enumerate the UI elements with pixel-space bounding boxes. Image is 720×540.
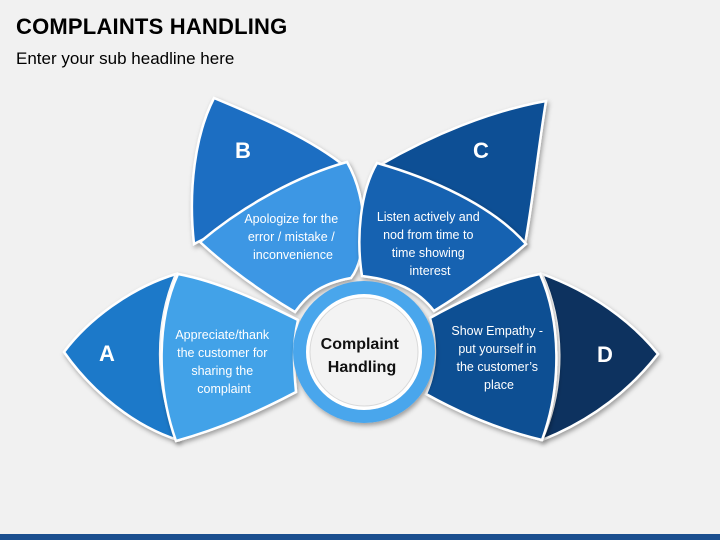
petal-d-line: Show Empathy -: [451, 324, 543, 338]
svg-text:Complaint Handling: Complaint Handling: [321, 336, 404, 376]
center-circle: Complaint Handling: [293, 281, 435, 423]
petal-c-text: Listen actively and nod from time to tim…: [377, 210, 483, 278]
petal-a-line: sharing the: [191, 364, 253, 378]
petal-c-letter: C: [473, 138, 489, 163]
petal-a-text: Appreciate/thank the customer for sharin…: [175, 328, 272, 396]
slide-title: COMPLAINTS HANDLING: [16, 14, 288, 39]
petal-a: [62, 272, 300, 443]
center-core: [309, 297, 419, 407]
petal-a-line: the customer for: [177, 346, 267, 360]
center-line-2: Handling: [328, 359, 396, 376]
petal-b-text: Apologize for the error / mistake / inco…: [244, 212, 341, 262]
petal-b-inner: [198, 160, 365, 314]
petal-c-inner: [358, 161, 528, 313]
petal-d: [424, 271, 660, 443]
petal-a-line: complaint: [197, 382, 251, 396]
petal-d-inner: [424, 272, 558, 442]
slide-subtitle: Enter your sub headline here: [16, 49, 235, 68]
petal-c-line: interest: [410, 264, 452, 278]
petal-c-line: nod from time to: [383, 228, 473, 242]
bottom-accent-bar: [0, 534, 720, 540]
petal-b-line: Apologize for the: [244, 212, 338, 226]
petal-b-line: error / mistake /: [248, 230, 335, 244]
petal-a-inner: [160, 272, 300, 443]
petal-a-letter: A: [99, 341, 115, 366]
petal-d-text: Show Empathy - put yourself in the custo…: [451, 324, 546, 392]
petal-c: [358, 99, 548, 313]
petal-a-line: Appreciate/thank: [175, 328, 270, 342]
petal-d-line: place: [484, 378, 514, 392]
petal-d-line: put yourself in: [458, 342, 536, 356]
petal-c-line: Listen actively and: [377, 210, 480, 224]
center-line-1: Complaint: [321, 336, 400, 353]
petal-b-letter: B: [235, 138, 251, 163]
petal-b: [190, 96, 365, 314]
petal-b-line: inconvenience: [253, 248, 333, 262]
petal-d-outer: [539, 271, 660, 443]
petal-d-letter: D: [597, 342, 613, 367]
petal-c-line: time showing: [392, 246, 465, 260]
petal-a-outer: [62, 272, 181, 443]
petal-d-line: the customer’s: [456, 360, 538, 374]
